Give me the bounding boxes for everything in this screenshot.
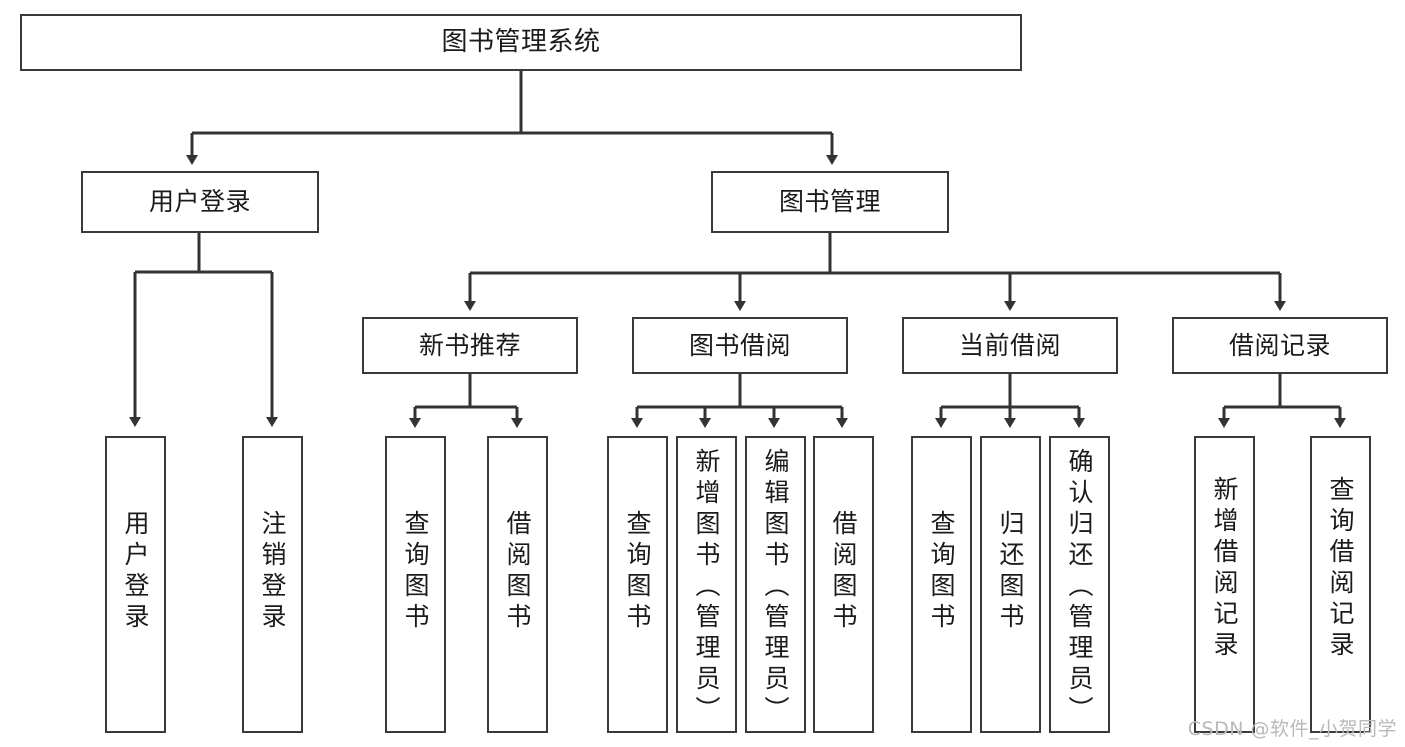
node-leaf-borrow-book-1-label: 借阅图书 <box>503 510 532 634</box>
node-leaf-user-logout[interactable]: 注销登录 <box>242 436 303 733</box>
node-user-login-label: 用户登录 <box>148 187 251 217</box>
node-leaf-query-book-1-label: 查询图书 <box>401 510 430 634</box>
node-leaf-borrow-book-1[interactable]: 借阅图书 <box>487 436 548 733</box>
node-leaf-add-book-admin[interactable]: 新增图书（管理员） <box>676 436 737 733</box>
node-borrow-record[interactable]: 借阅记录 <box>1172 317 1388 374</box>
node-leaf-add-borrow-record-label: 新增借阅记录 <box>1210 476 1239 662</box>
node-leaf-user-login[interactable]: 用户登录 <box>105 436 166 733</box>
node-current-borrow[interactable]: 当前借阅 <box>902 317 1118 374</box>
node-leaf-return-book-label: 归还图书 <box>996 510 1025 634</box>
node-leaf-query-book-3-label: 查询图书 <box>927 510 956 634</box>
node-leaf-add-book-admin-label: 新增图书（管理员） <box>692 448 721 727</box>
node-book-borrow[interactable]: 图书借阅 <box>632 317 848 374</box>
node-leaf-query-book-2-label: 查询图书 <box>623 510 652 634</box>
node-leaf-borrow-book-2-label: 借阅图书 <box>829 510 858 634</box>
node-leaf-confirm-return-admin[interactable]: 确认归还（管理员） <box>1049 436 1110 733</box>
node-leaf-query-book-2[interactable]: 查询图书 <box>607 436 668 733</box>
node-leaf-add-borrow-record[interactable]: 新增借阅记录 <box>1194 436 1255 733</box>
node-book-borrow-label: 图书借阅 <box>688 330 791 360</box>
csdn-watermark: CSDN @软件_小贺同学 <box>1187 718 1397 740</box>
node-borrow-record-label: 借阅记录 <box>1228 330 1331 360</box>
node-leaf-return-book[interactable]: 归还图书 <box>980 436 1041 733</box>
node-current-borrow-label: 当前借阅 <box>958 330 1061 360</box>
node-leaf-user-login-label: 用户登录 <box>121 510 150 634</box>
node-root-label: 图书管理系统 <box>441 27 601 58</box>
node-root[interactable]: 图书管理系统 <box>20 14 1022 71</box>
node-book-manage-label: 图书管理 <box>778 187 881 217</box>
node-leaf-edit-book-admin[interactable]: 编辑图书（管理员） <box>745 436 806 733</box>
node-leaf-user-logout-label: 注销登录 <box>258 510 287 634</box>
node-new-book-recommend-label: 新书推荐 <box>418 330 521 360</box>
node-book-manage[interactable]: 图书管理 <box>711 171 949 233</box>
node-leaf-edit-book-admin-label: 编辑图书（管理员） <box>761 448 790 727</box>
node-leaf-query-book-3[interactable]: 查询图书 <box>911 436 972 733</box>
node-leaf-query-book-1[interactable]: 查询图书 <box>385 436 446 733</box>
node-leaf-query-borrow-record-label: 查询借阅记录 <box>1326 476 1355 662</box>
node-new-book-recommend[interactable]: 新书推荐 <box>362 317 578 374</box>
node-leaf-confirm-return-admin-label: 确认归还（管理员） <box>1065 448 1094 727</box>
node-leaf-query-borrow-record[interactable]: 查询借阅记录 <box>1310 436 1371 733</box>
node-leaf-borrow-book-2[interactable]: 借阅图书 <box>813 436 874 733</box>
node-user-login[interactable]: 用户登录 <box>81 171 319 233</box>
